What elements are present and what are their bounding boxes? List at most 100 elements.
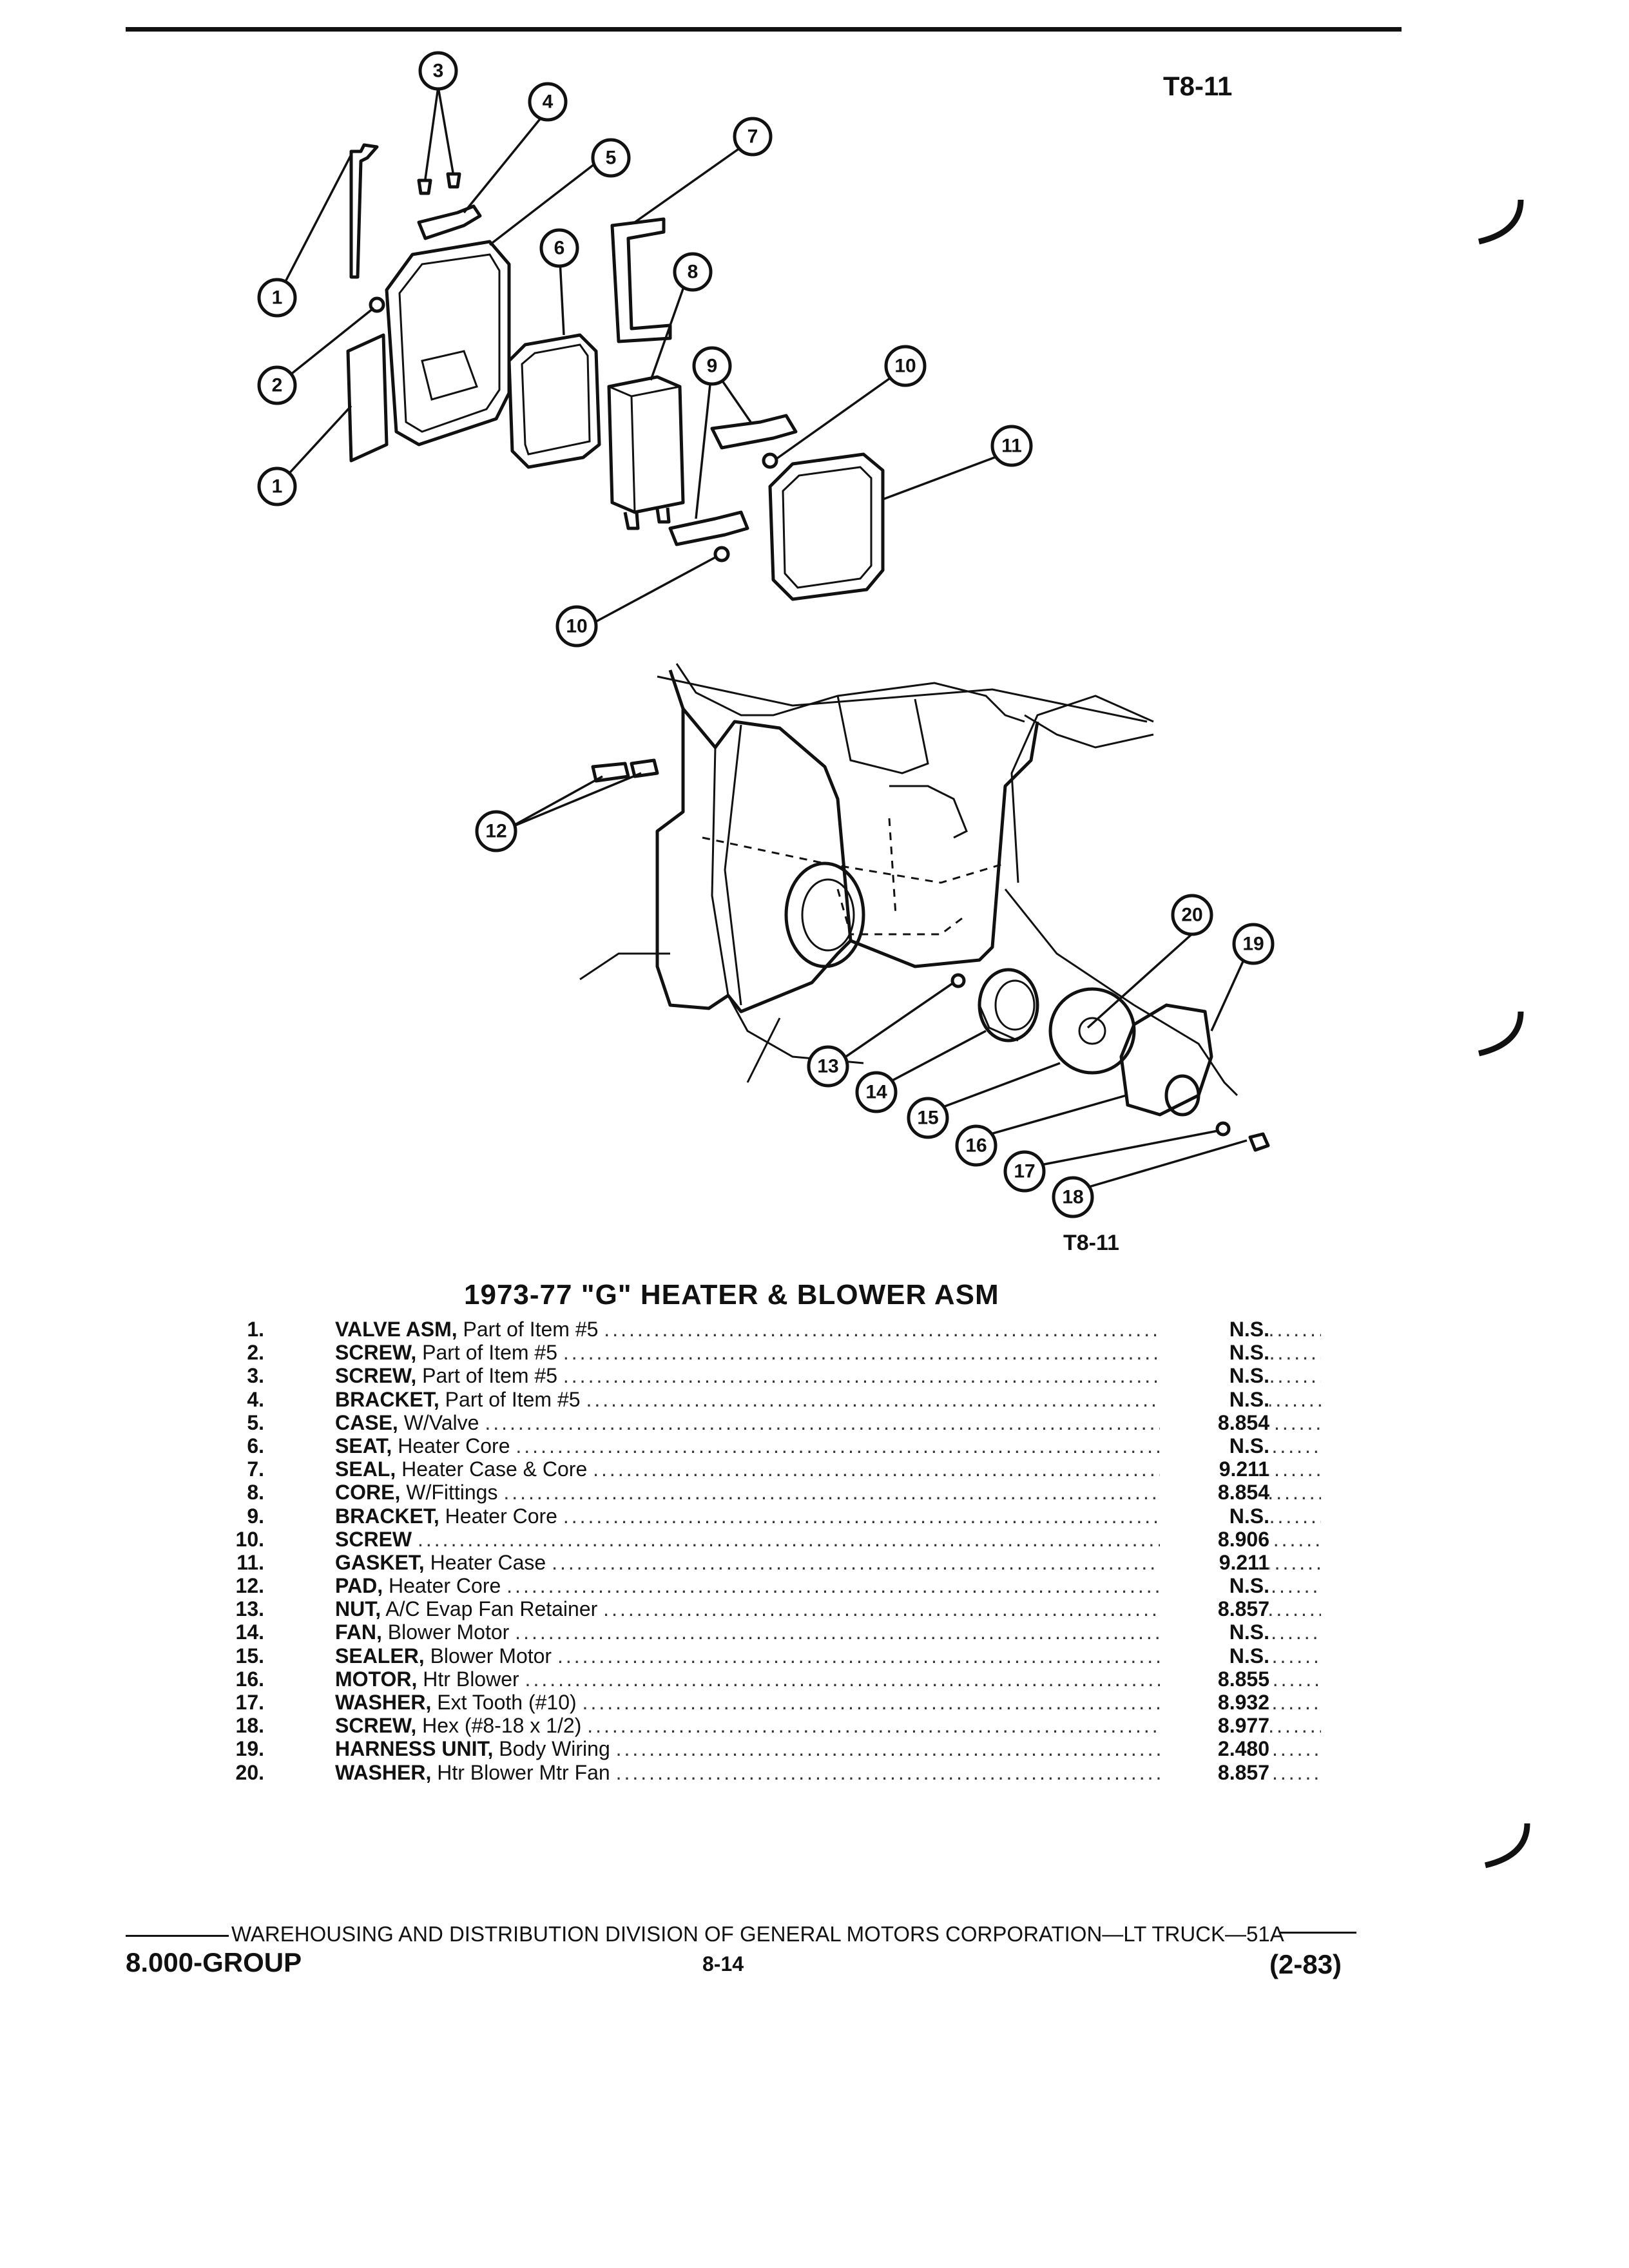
part-detail: Htr Blower Mtr Fan: [437, 1760, 610, 1784]
part-name: CASE,: [335, 1410, 398, 1434]
part-group-code: N.S.: [1160, 1341, 1269, 1365]
callout-6: 6: [539, 228, 579, 268]
part-group-code: N.S.: [1160, 1620, 1269, 1645]
svg-text:18: 18: [1062, 1187, 1083, 1208]
svg-text:10: 10: [566, 616, 587, 637]
svg-text:15: 15: [917, 1108, 938, 1129]
part-group-code: 9.211: [1160, 1550, 1269, 1575]
table-row: 15.SEALER, Blower Motor ................…: [213, 1644, 1321, 1668]
part-detail: Ext Tooth (#10): [437, 1691, 577, 1714]
part-detail: W/Valve: [403, 1410, 479, 1434]
callout-8: 8: [673, 252, 713, 292]
table-row: 13.NUT, A/C Evap Fan Retainer ..........…: [213, 1597, 1321, 1622]
part-name: SEAL,: [335, 1457, 396, 1481]
part-number: 6.: [247, 1434, 264, 1457]
part-number: 20.: [235, 1760, 264, 1784]
part-detail: Part of Item #5: [445, 1387, 581, 1411]
part-detail: W/Fittings: [406, 1481, 498, 1504]
table-row: 16.MOTOR, Htr Blower ...................…: [213, 1667, 1321, 1691]
svg-text:1: 1: [272, 476, 283, 497]
table-row: 8.CORE, W/Fittings .....................…: [213, 1481, 1321, 1505]
callout-14: 14: [855, 1071, 898, 1113]
svg-text:11: 11: [1001, 436, 1022, 457]
table-row: 1.VALVE ASM, Part of Item #5 ...........…: [213, 1318, 1321, 1341]
svg-text:17: 17: [1014, 1161, 1035, 1182]
svg-text:7: 7: [747, 126, 758, 148]
table-row: 11.GASKET, Heater Case .................…: [213, 1550, 1321, 1575]
svg-text:10: 10: [894, 356, 916, 377]
part-name: SEALER,: [335, 1644, 425, 1667]
part-group-code: 8.857: [1160, 1597, 1269, 1622]
parts-list: 1.VALVE ASM, Part of Item #5 ...........…: [213, 1318, 1321, 1785]
part-group-code: N.S.: [1160, 1318, 1269, 1341]
part-name: SCREW,: [335, 1341, 417, 1365]
table-row: 6.SEAT, Heater Core ....................…: [213, 1434, 1321, 1458]
part-group-code: N.S.: [1160, 1434, 1269, 1458]
part-group-code: N.S.: [1160, 1364, 1269, 1389]
footer-group: 8.000-GROUP: [126, 1947, 302, 1977]
part-group-code: 8.854: [1160, 1410, 1269, 1435]
callout-11: 11: [990, 425, 1033, 467]
part-name: BRACKET,: [335, 1504, 439, 1528]
table-row: 17.WASHER, Ext Tooth (#10) .............…: [213, 1691, 1321, 1715]
callout-17: 17: [1003, 1150, 1046, 1193]
part-detail: A/C Evap Fan Retainer: [385, 1597, 598, 1621]
table-row: 20.WASHER, Htr Blower Mtr Fan ..........…: [213, 1760, 1321, 1785]
svg-text:1: 1: [272, 287, 283, 309]
part-detail: Blower Motor: [387, 1620, 510, 1644]
part-name: WASHER,: [335, 1691, 432, 1714]
table-row: 4.BRACKET, Part of Item #5 .............…: [213, 1387, 1321, 1412]
part-name: CORE,: [335, 1481, 401, 1504]
scan-mark-1: [1478, 199, 1524, 245]
callout-10: 10: [884, 345, 927, 387]
callout-5: 5: [591, 138, 631, 178]
svg-text:2: 2: [272, 375, 283, 396]
table-row: 9.BRACKET, Heater Core .................…: [213, 1504, 1321, 1528]
scan-mark-2: [1478, 1011, 1524, 1057]
table-row: 14.FAN, Blower Motor ...................…: [213, 1620, 1321, 1645]
part-number: 11.: [236, 1550, 264, 1574]
page-title: 1973-77 "G" HEATER & BLOWER ASM: [464, 1279, 999, 1311]
svg-text:14: 14: [865, 1082, 887, 1103]
part-name: WASHER,: [335, 1760, 432, 1784]
top-rule: [126, 27, 1402, 32]
part-group-code: 8.977: [1160, 1714, 1269, 1738]
part-group-code: 8.857: [1160, 1760, 1269, 1785]
part-number: 2.: [247, 1341, 264, 1365]
part-name: BRACKET,: [335, 1387, 439, 1411]
part-name: FAN,: [335, 1620, 382, 1644]
part-detail: Blower Motor: [430, 1644, 552, 1667]
part-number: 13.: [235, 1597, 264, 1621]
callout-1: 1: [257, 278, 297, 318]
part-name: SCREW,: [335, 1714, 417, 1738]
figure-code-top: T8-11: [1163, 71, 1233, 101]
part-detail: Heater Case: [430, 1550, 546, 1574]
callout-19: 19: [1232, 923, 1275, 965]
part-group-code: 2.480: [1160, 1737, 1269, 1762]
svg-text:8: 8: [688, 262, 699, 283]
svg-text:19: 19: [1242, 934, 1264, 955]
part-group-code: N.S.: [1160, 1504, 1269, 1528]
part-number: 15.: [235, 1644, 264, 1667]
svg-text:5: 5: [606, 148, 617, 169]
part-group-code: 9.211: [1160, 1457, 1269, 1482]
part-number: 16.: [235, 1667, 264, 1691]
table-row: 2.SCREW, Part of Item #5 ...............…: [213, 1341, 1321, 1365]
part-detail: Heater Core: [398, 1434, 510, 1457]
part-number: 1.: [247, 1318, 264, 1341]
part-number: 10.: [235, 1527, 264, 1551]
callout-16: 16: [955, 1124, 998, 1167]
part-group-code: 8.855: [1160, 1667, 1269, 1691]
svg-text:9: 9: [707, 356, 718, 377]
part-detail: Htr Blower: [423, 1667, 519, 1691]
scan-mark-3: [1484, 1823, 1530, 1869]
part-name: GASKET,: [335, 1550, 425, 1574]
part-group-code: 8.906: [1160, 1527, 1269, 1552]
table-row: 18.SCREW, Hex (#8-18 x 1/2) ............…: [213, 1714, 1321, 1738]
part-name: NUT,: [335, 1597, 381, 1621]
part-detail: Heater Core: [445, 1504, 557, 1528]
callout-9: 9: [692, 346, 732, 386]
part-detail: Hex (#8-18 x 1/2): [422, 1714, 582, 1738]
footer-rule-right: [1279, 1932, 1356, 1934]
part-name: PAD,: [335, 1574, 383, 1598]
